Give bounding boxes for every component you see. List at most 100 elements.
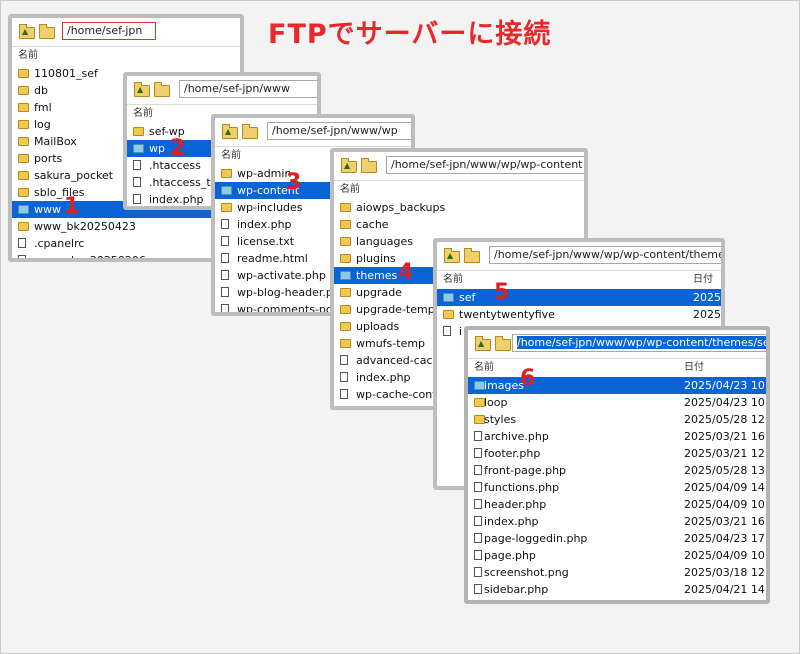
- path-input[interactable]: /home/sef-jpn: [62, 22, 156, 40]
- item-name: db: [34, 84, 48, 97]
- toolbar: ▲ /home/sef-jpn/www/wp: [215, 118, 411, 147]
- folder-icon: [340, 203, 351, 212]
- open-folder-button[interactable]: [494, 336, 511, 351]
- list-item[interactable]: db: [12, 82, 240, 99]
- list-item[interactable]: upgrade: [334, 284, 584, 301]
- list-item[interactable]: upgrade-temp-b: [334, 301, 584, 318]
- file-icon: [221, 236, 229, 246]
- open-folder-button[interactable]: [241, 124, 258, 139]
- parent-folder-button[interactable]: ▲: [474, 336, 491, 351]
- folder-icon: [18, 69, 29, 78]
- item-name: wp: [149, 142, 165, 155]
- list-item[interactable]: wp-cache-config: [334, 386, 584, 403]
- up-arrow-icon: ▲: [478, 339, 485, 348]
- item-date: 2025/04/09 14:21: [684, 481, 769, 494]
- list-item[interactable]: license.txt: [215, 233, 411, 250]
- list-item[interactable]: cache: [334, 216, 584, 233]
- file-icon: [18, 255, 26, 258]
- list-item[interactable]: .cpanelrc: [12, 235, 240, 252]
- item-date: 2025/: [693, 308, 725, 321]
- parent-folder-icon: [341, 158, 357, 173]
- column-header: 名前日付: [437, 271, 721, 289]
- list-item[interactable]: wp-admin: [215, 165, 411, 182]
- folder-icon: [443, 310, 454, 319]
- path-text: /home/sef-jpn: [67, 24, 143, 37]
- item-name: ports: [34, 152, 63, 165]
- list-item[interactable]: sakura_pocket: [12, 167, 240, 184]
- list-item[interactable]: .htaccess: [127, 157, 317, 174]
- list-item[interactable]: 110801_sef: [12, 65, 240, 82]
- list-item[interactable]: advanced-cache.: [334, 352, 584, 369]
- path-input[interactable]: /home/sef-jpn/www: [179, 80, 317, 98]
- file-icon: [340, 372, 348, 382]
- list-item[interactable]: sblo_files: [12, 184, 240, 201]
- list-item[interactable]: ports: [12, 150, 240, 167]
- list-item[interactable]: languages: [334, 233, 584, 250]
- path-input[interactable]: /home/sef-jpn/www/wp/wp-content/themes/s…: [512, 334, 766, 352]
- list-item[interactable]: wp-activate.php: [215, 267, 411, 284]
- list-item[interactable]: page.php 2025/04/09 10:37: [468, 547, 766, 564]
- path-input[interactable]: /home/sef-jpn/www/wp/wp-content/themes: [489, 246, 721, 264]
- list-item[interactable]: .cpanelrc_20250206: [12, 252, 240, 258]
- parent-folder-button[interactable]: ▲: [133, 82, 150, 97]
- list-item[interactable]: wp-blog-header.php: [215, 284, 411, 301]
- list-item[interactable]: wp-comments-post.p: [215, 301, 411, 312]
- file-icon: [18, 238, 26, 248]
- item-name: wp-blog-header.php: [237, 286, 347, 299]
- list-item[interactable]: i: [437, 323, 721, 340]
- list-item[interactable]: index.php: [334, 369, 584, 386]
- path-input[interactable]: /home/sef-jpn/www/wp/wp-content: [386, 156, 584, 174]
- parent-folder-button[interactable]: ▲: [443, 248, 460, 263]
- open-folder-button[interactable]: [38, 24, 55, 39]
- file-icon: [340, 389, 348, 399]
- item-name: index.php: [237, 218, 292, 231]
- parent-folder-button[interactable]: ▲: [340, 158, 357, 173]
- list-item[interactable]: log: [12, 116, 240, 133]
- list-item[interactable]: sef-wp: [127, 123, 317, 140]
- list-item[interactable]: MailBox: [12, 133, 240, 150]
- folder-icon: [221, 186, 232, 195]
- item-name: page.php: [484, 549, 536, 562]
- list-item[interactable]: aiowps_backups: [334, 199, 584, 216]
- parent-folder-button[interactable]: ▲: [18, 24, 35, 39]
- list-item[interactable]: uploads: [334, 318, 584, 335]
- file-icon: [221, 304, 229, 312]
- open-folder-button[interactable]: [153, 82, 170, 97]
- item-name: .cpanelrc: [34, 237, 85, 250]
- item-name: upgrade-temp-b: [356, 303, 446, 316]
- list-item[interactable]: index.php: [127, 191, 317, 206]
- item-date: 2025/04/09 10:37: [684, 549, 769, 562]
- list-item[interactable]: readme.html: [215, 250, 411, 267]
- parent-folder-icon: [19, 24, 35, 39]
- parent-folder-button[interactable]: ▲: [221, 124, 238, 139]
- column-header: 名前: [215, 147, 411, 165]
- list-item[interactable]: .htaccess_tem: [127, 174, 317, 191]
- list-item[interactable]: index.php: [215, 216, 411, 233]
- list-item[interactable]: fml: [12, 99, 240, 116]
- list-item[interactable]: www_bk20250423: [12, 218, 240, 235]
- path-input[interactable]: /home/sef-jpn/www/wp: [267, 122, 411, 140]
- list-item[interactable]: wmufs-temp: [334, 335, 584, 352]
- file-icon: [474, 567, 482, 577]
- list-item[interactable]: wp-includes: [215, 199, 411, 216]
- open-folder-button[interactable]: [360, 158, 377, 173]
- open-folder-button[interactable]: [463, 248, 480, 263]
- item-name: readme.html: [237, 252, 308, 265]
- list-item[interactable]: plugins: [334, 250, 584, 267]
- item-name: MailBox: [34, 135, 77, 148]
